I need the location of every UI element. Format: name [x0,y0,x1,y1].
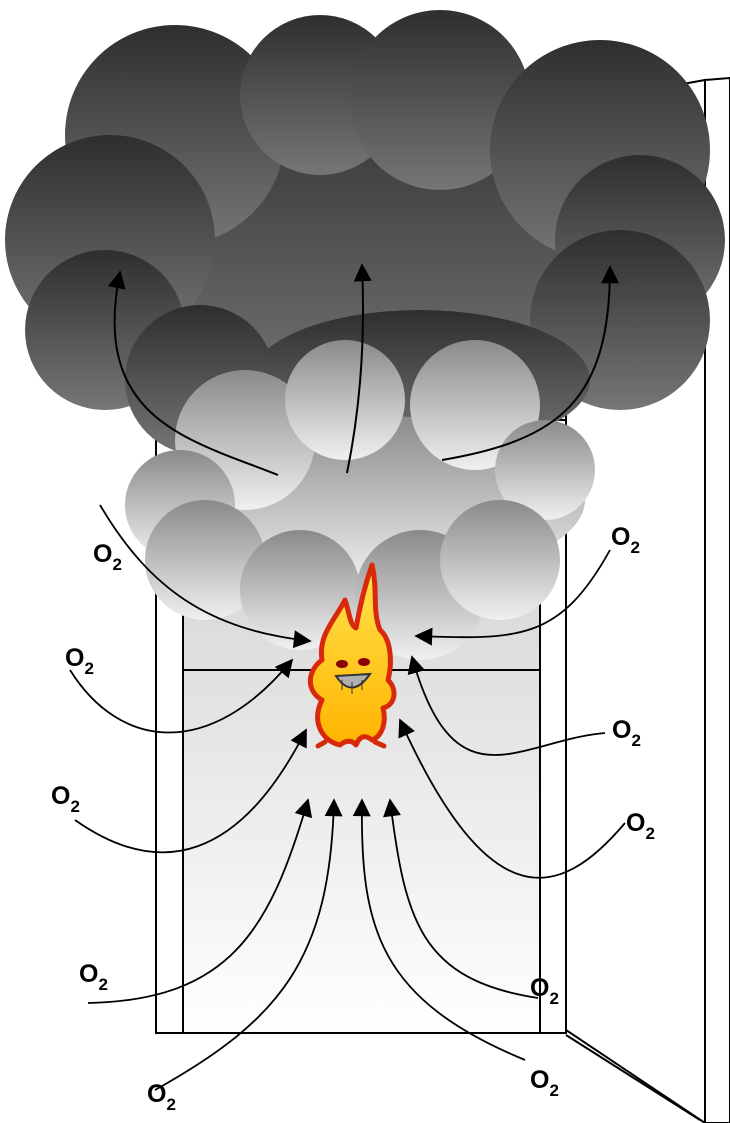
o2-label-2: O2 [65,644,94,678]
o2-label-5: O2 [147,1080,176,1114]
o2-label-3: O2 [51,782,80,816]
o2-label-6: O2 [530,1066,559,1100]
o2-label-1: O2 [93,540,122,574]
o2-label-4: O2 [79,960,108,994]
